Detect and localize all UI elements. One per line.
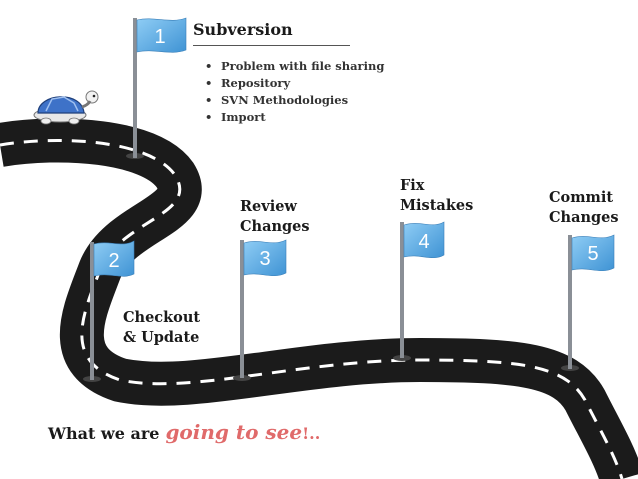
milestone-label-3: Review Changes [240,198,310,235]
flag-number-4: 4 [418,231,429,253]
road-marking [0,138,624,479]
milestone-flag-3: 3 [233,239,287,381]
footer-lead: What we are [48,424,160,443]
milestone-flag-2: 2 [83,240,135,382]
flag-number-2: 2 [108,250,119,272]
turtle-icon [33,90,99,125]
topic-item: •SVN Methodologies [205,93,349,107]
title-block: Subversion [193,20,350,46]
milestone-flag-4: 4 [393,221,445,361]
page-title: Subversion [193,20,293,39]
milestone-label-4: Fix Mistakes [400,177,474,214]
milestone-flag-1: 1 [126,17,187,159]
footer-caption: What we are going to see!.. [48,420,320,444]
flag-number-1: 1 [154,26,165,48]
milestone-flag-5: 5 [561,234,615,371]
milestone-label-5: Commit Changes [549,189,619,226]
road [0,118,638,479]
topic-item: •Import [205,110,266,124]
topic-item: •Problem with file sharing [205,59,385,73]
flag-number-3: 3 [259,248,270,270]
footer-accent: going to see [165,420,303,444]
milestone-label-2: Checkout & Update [123,309,201,346]
title-underline [193,45,350,46]
flag-number-5: 5 [587,243,598,265]
footer-tail: !.. [302,424,321,443]
topic-list: •Problem with file sharing •Repository •… [205,58,384,126]
topic-item: •Repository [205,76,291,90]
